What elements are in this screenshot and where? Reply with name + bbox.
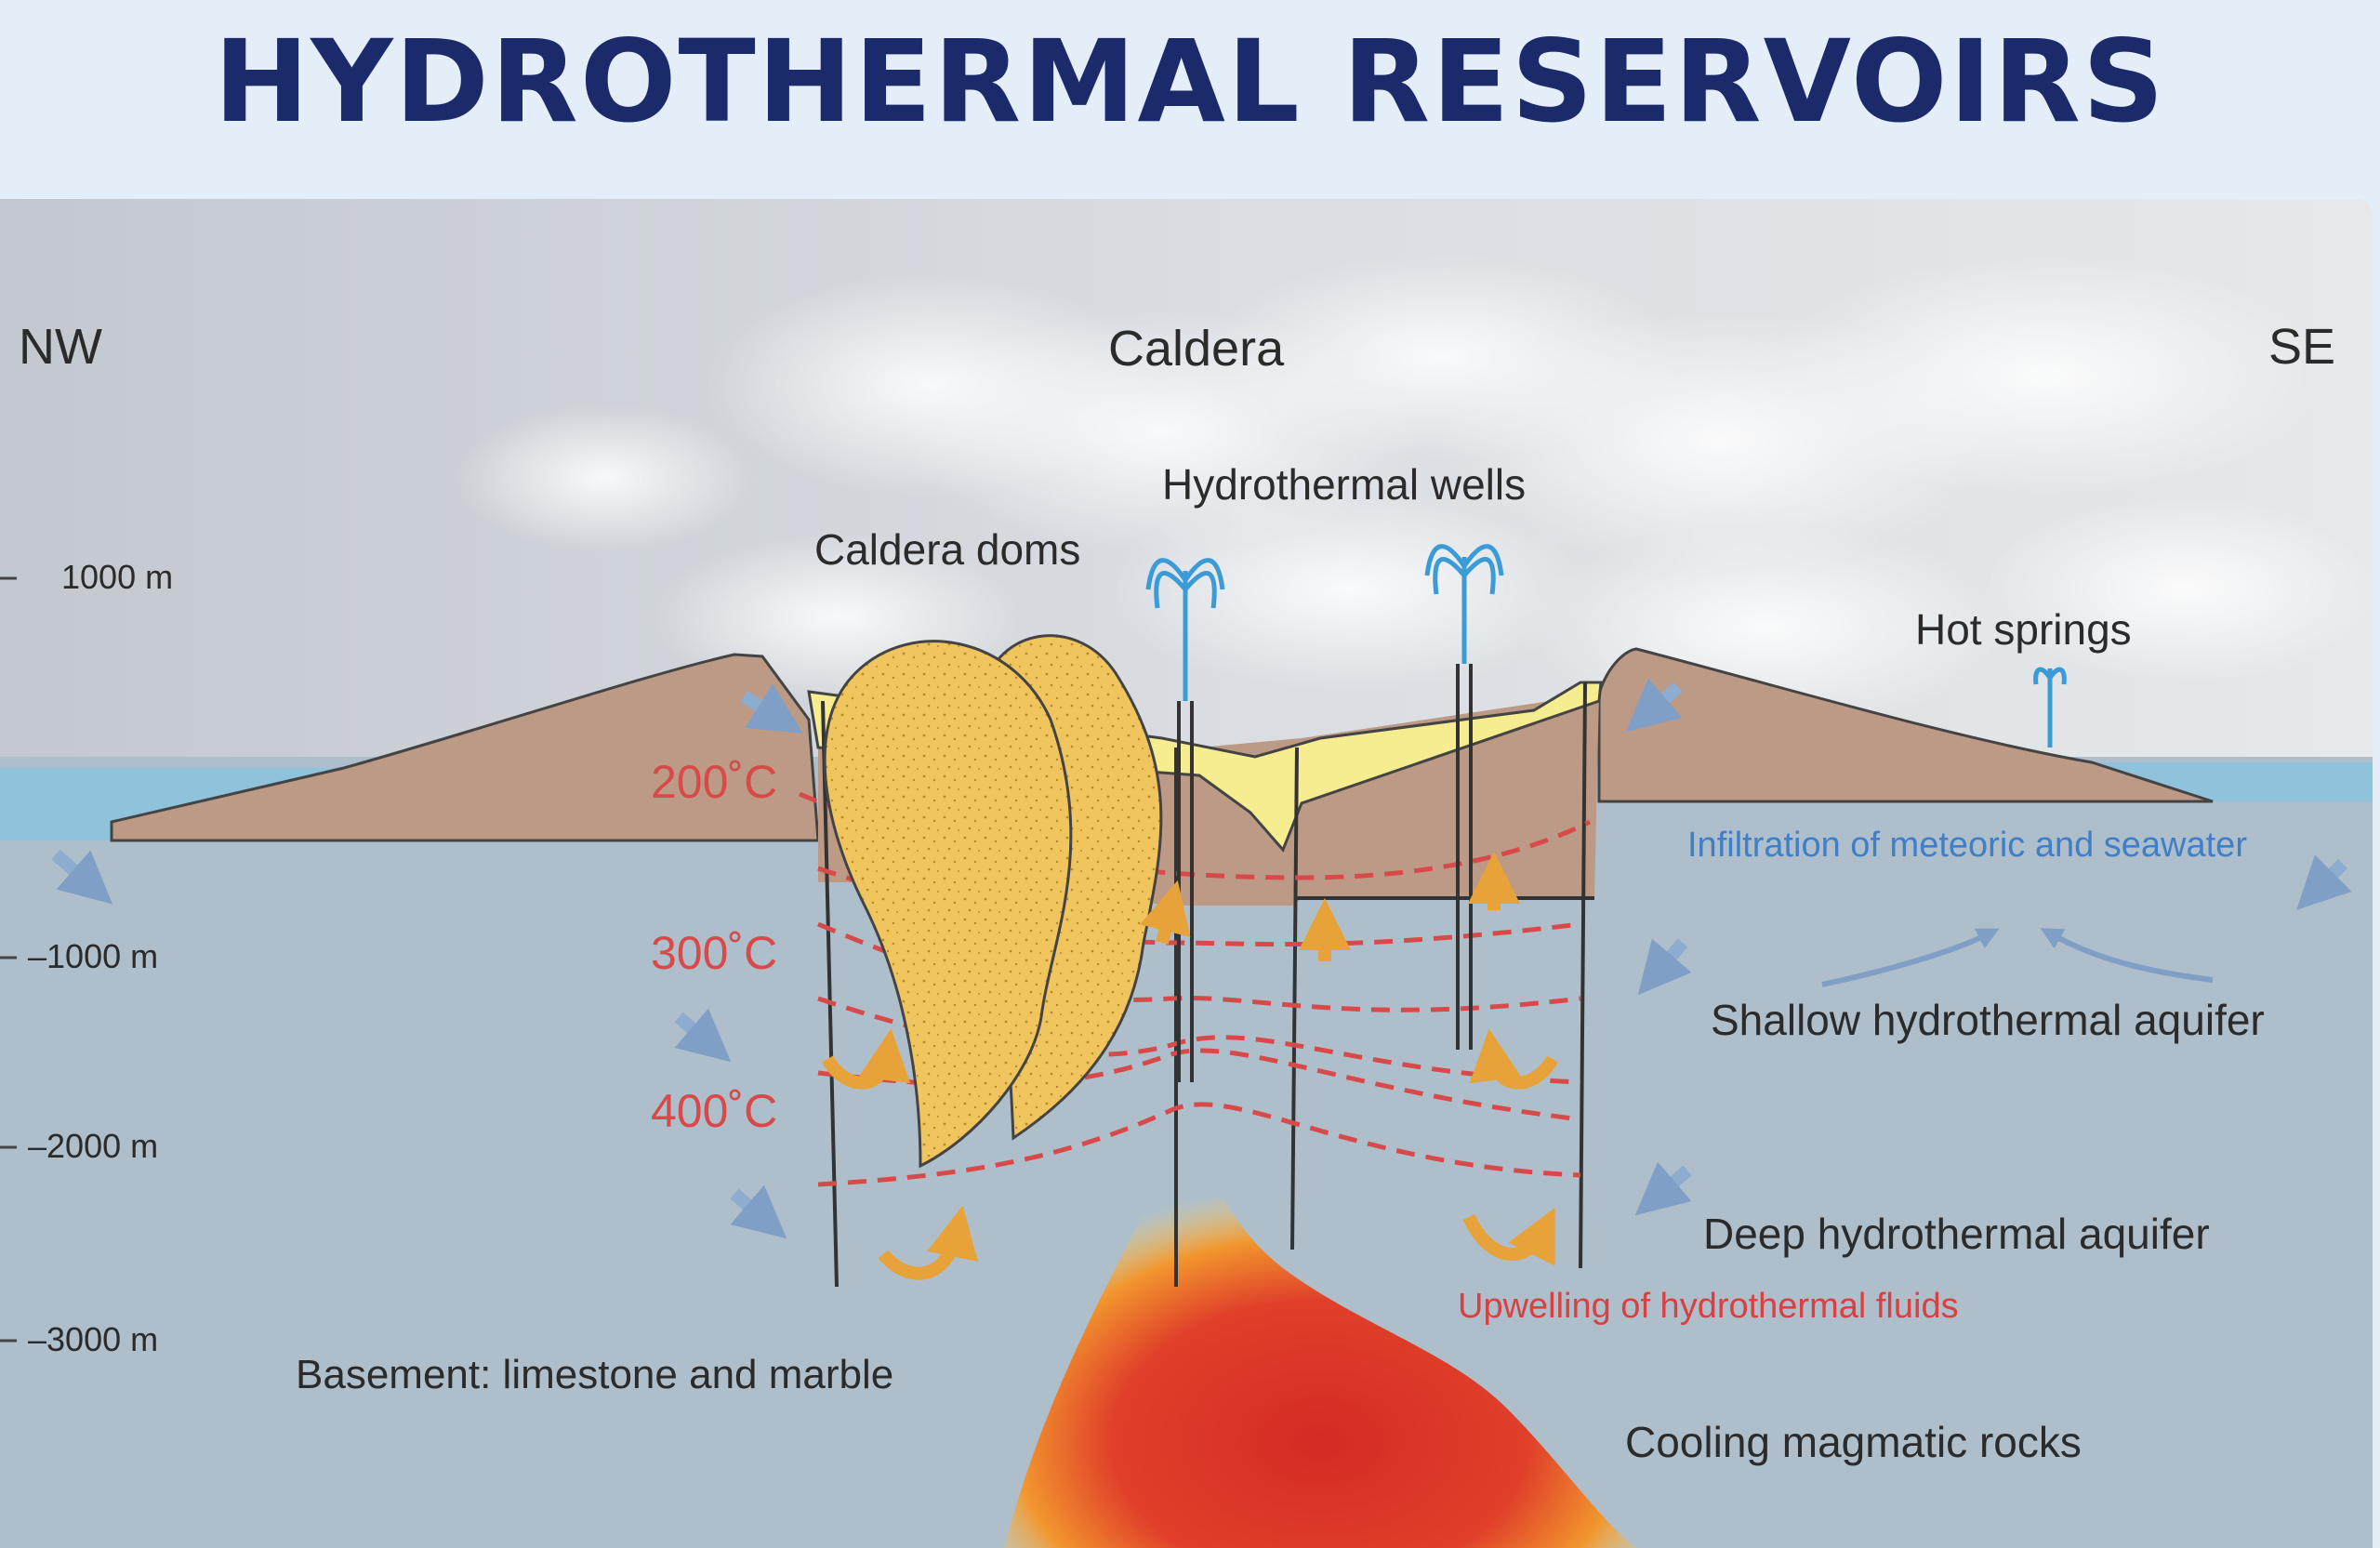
caldera-dome-left [823,640,1073,1169]
depth-label: 1000 m [61,558,174,596]
caldera-label: Caldera [1108,321,1285,377]
basement-label: Basement: limestone and marble [296,1352,894,1397]
isotherm-label: 300˚C [651,927,778,979]
sea-right [2092,762,2373,801]
hot-springs-label: Hot springs [1915,605,2132,654]
upwelling-label: Upwelling of hydrothermal fluids [1458,1287,1959,1326]
page-title: HYDROTHERMAL RESERVOIRS [214,16,2166,148]
shallow-aquifer-label: Shallow hydrothermal aquifer [1711,996,2265,1044]
shallow-aquifer-arrows [1821,928,2214,987]
hydrothermal-wells-label: Hydrothermal wells [1162,460,1527,509]
cross-section-diagram [0,199,2373,1548]
direction-nw-label: NW [19,319,102,375]
isotherm-label: 200˚C [651,756,778,808]
infiltration-arrows [51,678,2352,1239]
sea-left [0,768,344,840]
caldera-doms-label: Caldera doms [814,525,1081,574]
depth-label: –3000 m [28,1320,159,1358]
infiltration-label: Infiltration of meteoric and seawater [1687,826,2247,865]
header: HYDROTHERMAL RESERVOIRS [0,0,2380,199]
depth-ticks [0,576,17,1343]
mountain-right [1597,647,2214,803]
upwelling-arrows [821,852,1559,1280]
depth-label: –2000 m [28,1127,159,1165]
diagram-panel: NW SE Caldera Hydrothermal wells Caldera… [0,199,2373,1548]
mountain-left [110,653,820,842]
magma-body [1004,1120,1636,1548]
deep-aquifer-label: Deep hydrothermal aquifer [1703,1210,2210,1258]
cooling-rocks-label: Cooling magmatic rocks [1625,1418,2082,1466]
geyser-icon [1145,544,2067,748]
depth-label: –1000 m [28,937,159,975]
isotherm-label: 400˚C [651,1085,778,1137]
direction-se-label: SE [2268,319,2336,375]
